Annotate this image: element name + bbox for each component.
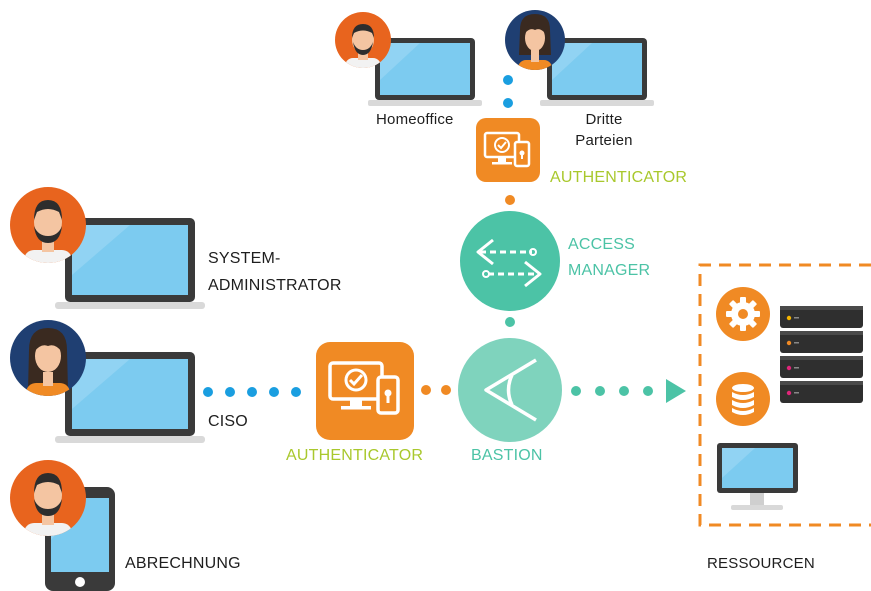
access-manager-circle	[460, 211, 560, 311]
connector-dot-teal	[505, 317, 515, 327]
dritte-parteien-laptop	[540, 38, 654, 106]
system-admin-label-line2: ADMINISTRATOR	[208, 277, 342, 294]
bastion-label: BASTION	[471, 447, 543, 464]
connector-right-teal-dots	[571, 379, 686, 403]
ciso-laptop	[55, 352, 205, 443]
bastion-circle	[458, 338, 562, 442]
dritte-parteien-label-line2: Parteien	[575, 132, 633, 149]
authenticator-mid-tile	[316, 342, 414, 440]
homeoffice-avatar	[335, 12, 391, 68]
ciso-label: CISO	[208, 413, 248, 430]
system-admin-avatar	[10, 187, 86, 263]
authenticator-top-label: AUTHENTICATOR	[550, 169, 688, 186]
access-manager-label-line1: ACCESS	[568, 236, 635, 253]
authenticator-mid-label: AUTHENTICATOR	[286, 447, 424, 464]
authenticator-top-tile	[476, 118, 540, 182]
ressourcen-label: RESSOURCEN	[707, 555, 815, 572]
connector-left-blue-dots	[203, 387, 301, 397]
system-admin-label-line1: SYSTEM-	[208, 250, 281, 267]
connector-mid-orange-dots	[421, 385, 451, 395]
homeoffice-label: Homeoffice	[376, 111, 454, 128]
connector-top-blue-dots	[503, 75, 513, 108]
gear-icon	[716, 287, 770, 341]
database-icon	[716, 372, 770, 426]
homeoffice-laptop	[368, 38, 482, 106]
connector-dot-orange	[505, 195, 515, 205]
abrechnung-avatar	[10, 460, 86, 536]
resource-monitor	[717, 443, 798, 510]
dritte-parteien-avatar	[505, 10, 565, 70]
server-rack	[780, 306, 863, 403]
access-manager-label-line2: MANAGER	[568, 262, 651, 279]
dritte-parteien-label-line1: Dritte	[585, 111, 623, 128]
resources-dashed-border	[698, 263, 871, 527]
abrechnung-label: ABRECHNUNG	[125, 555, 241, 572]
system-admin-laptop	[55, 218, 205, 309]
ciso-avatar	[10, 320, 86, 396]
